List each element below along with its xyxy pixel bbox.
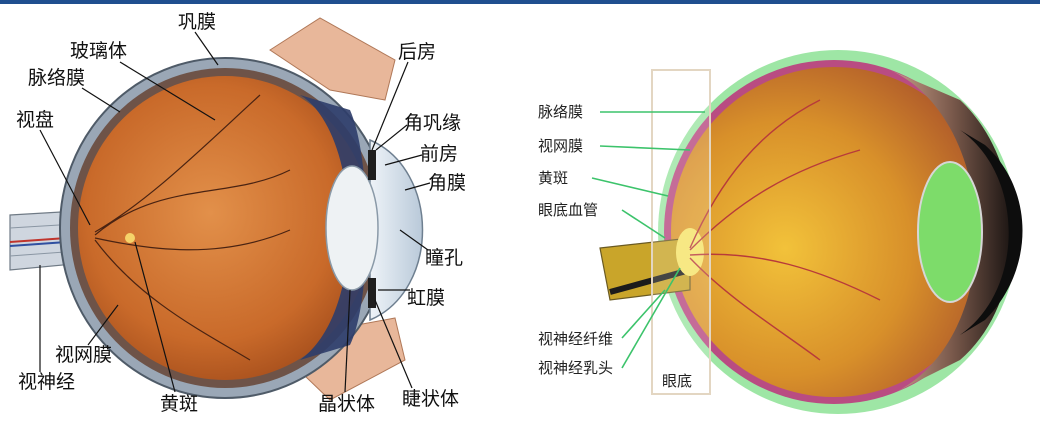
label-macula-left: 黄斑 <box>160 393 198 415</box>
label-ciliary-body: 睫状体 <box>402 388 459 410</box>
label-nerve-papilla: 视神经乳头 <box>538 359 613 377</box>
label-limbus: 角巩缘 <box>404 112 461 134</box>
label-anterior-chamber: 前房 <box>420 143 458 165</box>
label-cornea: 角膜 <box>428 172 466 194</box>
label-pupil: 瞳孔 <box>425 247 463 269</box>
label-fundus-vessels: 眼底血管 <box>538 201 598 219</box>
label-retina-left: 视网膜 <box>55 344 112 366</box>
right-eye-drawing <box>600 50 1023 414</box>
label-sclera: 巩膜 <box>178 11 216 33</box>
label-choroid-left: 脉络膜 <box>28 67 85 89</box>
label-retina-right: 视网膜 <box>538 137 583 155</box>
label-optic-nerve: 视神经 <box>18 371 75 393</box>
label-optic-disc: 视盘 <box>16 109 54 131</box>
label-macula-right: 黄斑 <box>538 169 568 187</box>
label-nerve-fiber: 视神经纤维 <box>538 330 613 348</box>
label-posterior-chamber: 后房 <box>398 41 436 63</box>
label-vitreous: 玻璃体 <box>70 40 127 62</box>
label-iris: 虹膜 <box>407 287 445 309</box>
label-lens: 晶状体 <box>318 393 375 415</box>
label-choroid-right: 脉络膜 <box>538 103 583 121</box>
label-fundus: 眼底 <box>662 372 692 390</box>
